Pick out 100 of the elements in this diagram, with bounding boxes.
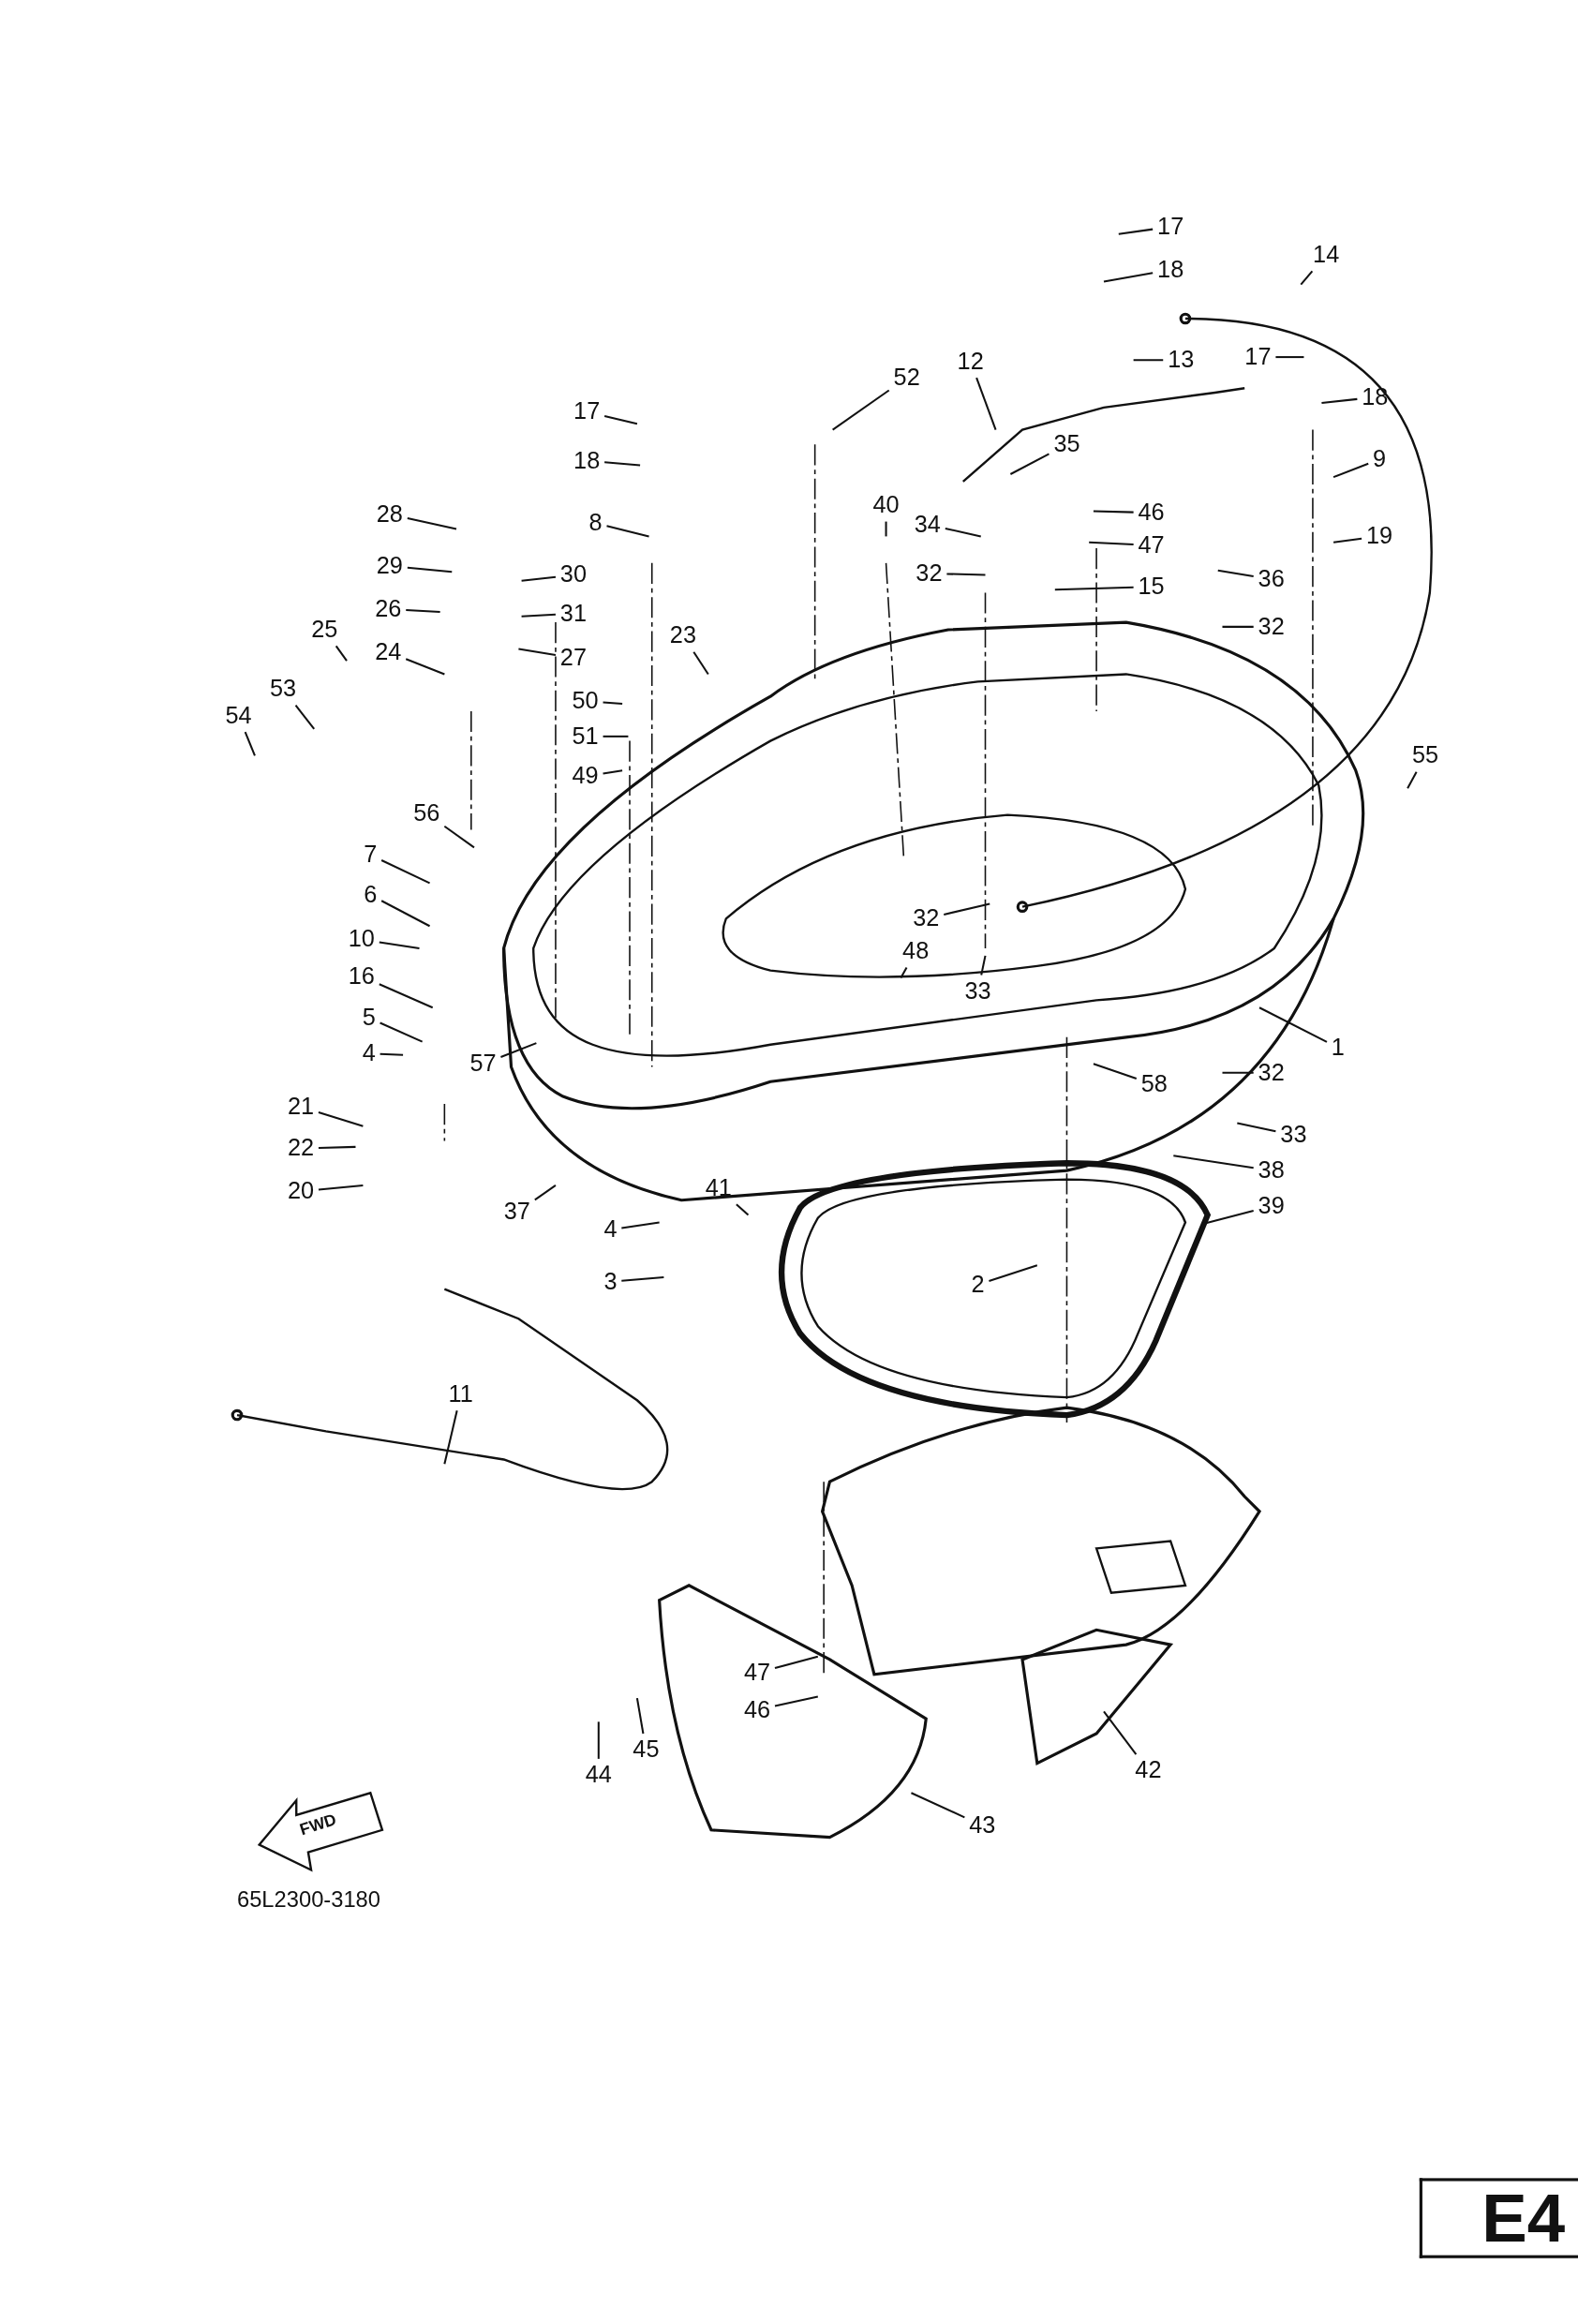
callout-number: 21 [286, 1093, 316, 1121]
callout-number: 4 [602, 1216, 619, 1244]
callout-number: 32 [1256, 613, 1287, 641]
callout-number: 27 [558, 644, 588, 672]
leader-line [379, 941, 420, 949]
direction-label: FWD [297, 1810, 338, 1839]
callout-number: 30 [558, 561, 588, 588]
leader-line [1407, 771, 1418, 789]
callout-number: 50 [570, 687, 601, 715]
leader-line [1332, 462, 1369, 479]
leader-line [379, 983, 434, 1009]
callout-number: 32 [911, 905, 942, 932]
callout-number: 16 [347, 962, 377, 991]
callout-number: 52 [891, 365, 922, 392]
leader-line [606, 525, 649, 538]
callout-number: 29 [375, 552, 405, 580]
leader-line [946, 573, 986, 576]
leader-line [621, 1221, 660, 1229]
leader-line [1093, 1063, 1138, 1080]
leader-line [603, 415, 638, 425]
leader-line [1237, 1122, 1276, 1133]
callout-number: 55 [1410, 742, 1440, 769]
callout-number: 33 [962, 977, 993, 1006]
leader-line [380, 1052, 404, 1056]
callout-number: 33 [1278, 1121, 1309, 1149]
callout-number: 43 [967, 1811, 998, 1840]
leader-line [621, 1275, 664, 1282]
callout-number: 17 [1155, 213, 1185, 241]
leader-line [989, 1264, 1038, 1283]
leader-line [1300, 270, 1314, 286]
leader-line [944, 902, 990, 916]
callout-number: 18 [572, 447, 602, 474]
leader-line [975, 377, 997, 430]
callout-number: 22 [286, 1135, 316, 1162]
leader-line [405, 658, 445, 676]
callout-number: 1 [1330, 1034, 1347, 1062]
callout-number: 58 [1139, 1071, 1169, 1098]
callout-number: 56 [411, 799, 442, 827]
leader-line [900, 967, 908, 979]
leader-line [911, 1792, 965, 1819]
callout-number: 9 [1371, 445, 1388, 473]
callout-number: 17 [572, 398, 602, 425]
leader-line [318, 1184, 364, 1191]
callout-number: 57 [468, 1050, 499, 1078]
callout-number: 14 [1311, 241, 1341, 269]
callout-number: 39 [1256, 1192, 1287, 1220]
leader-line [407, 566, 453, 574]
leader-line [1009, 453, 1050, 475]
callout-number: 28 [375, 500, 405, 528]
callout-number: 25 [309, 616, 340, 644]
callout-number: 11 [445, 1380, 476, 1408]
page-code: E4 [1419, 2178, 1578, 2258]
callout-number: 15 [1136, 573, 1167, 601]
leader-line [244, 731, 256, 756]
leader-line [774, 1695, 819, 1707]
leader-line [1222, 625, 1254, 628]
callout-number: 32 [914, 559, 945, 588]
leader-line [294, 705, 316, 730]
leader-line [380, 1021, 424, 1043]
leader-line [380, 859, 430, 885]
callout-number: 17 [1243, 343, 1273, 371]
leader-line [832, 389, 890, 431]
callout-number: 53 [268, 676, 298, 703]
callout-number: 18 [1360, 383, 1391, 410]
leader-line [1332, 537, 1362, 544]
leader-line [774, 1655, 819, 1670]
leader-line [1173, 1155, 1254, 1169]
leader-line [1133, 359, 1164, 362]
callout-number: 19 [1364, 523, 1394, 550]
leader-line [500, 1042, 537, 1058]
callout-number: 48 [901, 937, 930, 965]
callout-number: 6 [362, 881, 379, 909]
callout-number: 46 [1136, 499, 1167, 527]
part-code: 65L2300-3180 [237, 1885, 380, 1912]
leader-line [518, 648, 557, 656]
leader-line [443, 825, 475, 849]
callout-number: 23 [668, 622, 698, 649]
callout-number: 45 [631, 1736, 662, 1764]
leader-line [407, 516, 457, 530]
leader-line [534, 1184, 557, 1201]
leader-line [406, 608, 440, 614]
leader-line [692, 651, 709, 675]
callout-number: 4 [361, 1040, 378, 1067]
leader-line [1321, 397, 1358, 405]
leader-line [318, 1111, 364, 1127]
leader-line [1054, 586, 1134, 591]
callout-number: 7 [362, 842, 379, 869]
leader-line [380, 900, 431, 928]
leader-line [597, 1721, 600, 1759]
leader-line [521, 575, 557, 582]
leader-line [335, 645, 348, 662]
callout-number: 40 [871, 491, 901, 519]
callout-number: 36 [1256, 566, 1287, 593]
callout-number: 3 [602, 1268, 619, 1295]
leader-line [885, 521, 887, 537]
callout-number: 20 [286, 1178, 316, 1205]
leader-line [603, 769, 623, 775]
leader-line [443, 1410, 458, 1465]
callout-number: 31 [558, 600, 588, 627]
leader-line [1103, 1710, 1138, 1755]
